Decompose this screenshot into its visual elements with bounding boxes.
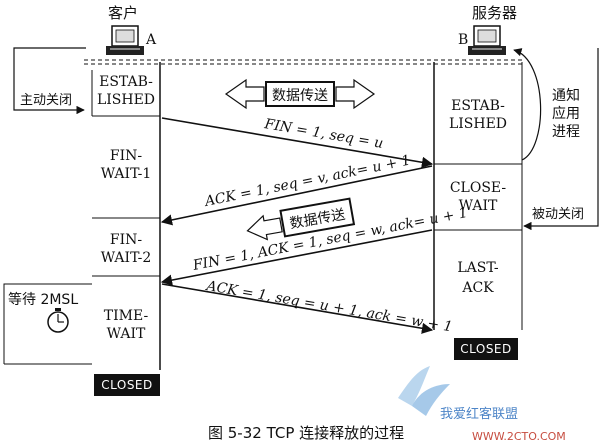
data-transfer-label-1: 数据传送 (272, 88, 328, 104)
clock-icon (47, 308, 69, 333)
notify-app-line-3: 进程 (552, 124, 580, 140)
server-state-dividers (434, 62, 523, 330)
msg-label-ack: ACK = 1, seq = v, ack= u + 1 (202, 153, 412, 211)
server-state-lastack-2: ACK (461, 280, 494, 296)
client-closed-label: CLOSED (101, 378, 153, 392)
client-state-timewait-2: WAIT (107, 326, 146, 342)
msg-label-fin: FIN = 1, seq = u (262, 116, 384, 152)
client-closed-box (94, 374, 160, 396)
data-transfer-bidirectional (224, 78, 376, 110)
data-transfer-to-client: 数据传送 (246, 197, 356, 241)
active-close-arrow (13, 47, 86, 115)
server-state-closewait-2: WAIT (459, 198, 498, 214)
watermark: 我爱红客联盟 WWW.2CTO.COM (398, 366, 566, 443)
server-state-closewait-1: CLOSE- (450, 180, 507, 196)
figure-caption: 图 5-32 TCP 连接释放的过程 (208, 424, 404, 442)
server-state-lastack-1: LAST- (457, 260, 499, 276)
server-label: 服务器 (472, 4, 517, 22)
msg-arrow-fin-ack (160, 229, 433, 286)
watermark-text: 我爱红客联盟 (440, 406, 518, 422)
notify-app-arrow (513, 48, 542, 161)
client-state-timewait-1: TIME- (104, 308, 149, 324)
wait-2msl-label: 等待 2MSL (8, 291, 78, 308)
server-state-established-2: LISHED (449, 116, 507, 132)
server-id: B (458, 32, 468, 48)
client-state-finwait2-2: WAIT-2 (101, 250, 152, 266)
active-close-label: 主动关闭 (20, 93, 72, 108)
client-state-established-2: LISHED (97, 92, 155, 108)
passive-close-arrow (523, 48, 599, 231)
server-closed-box (454, 338, 518, 360)
passive-close-label: 被动关闭 (532, 207, 584, 222)
client-label: 客户 (108, 4, 138, 22)
client-state-finwait1-2: WAIT-1 (101, 166, 152, 182)
server-state-established-1: ESTAB- (451, 98, 505, 114)
client-computer-icon (106, 25, 144, 55)
client-state-finwait2-1: FIN- (110, 232, 142, 248)
client-state-established-1: ESTAB- (99, 74, 153, 90)
watermark-url: WWW.2CTO.COM (472, 430, 566, 443)
msg-arrow-final-ack (161, 283, 434, 334)
msg-arrow-fin (161, 117, 434, 168)
client-state-finwait1-1: FIN- (110, 148, 142, 164)
msg-arrow-ack (160, 165, 433, 226)
server-closed-label: CLOSED (460, 342, 512, 356)
client-id: A (145, 32, 157, 48)
msg-label-final-ack: ACK = 1, seq = u + 1, ack = w + 1 (203, 278, 453, 336)
notify-app-line-1: 通知 (552, 87, 580, 104)
client-state-dividers (91, 70, 160, 277)
notify-app-line-2: 应用 (552, 105, 580, 122)
server-computer-icon (468, 25, 506, 55)
